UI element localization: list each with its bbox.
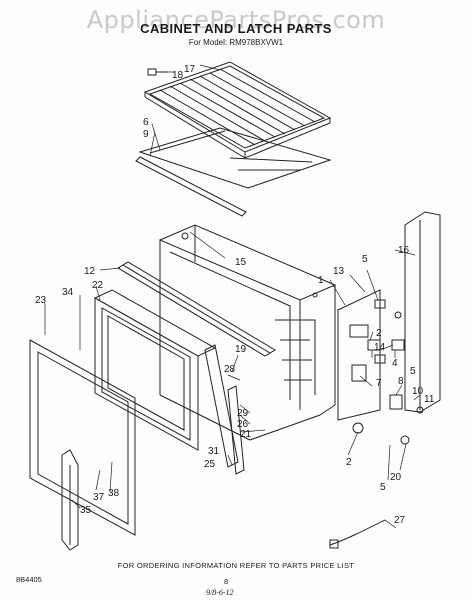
top-trim <box>117 261 276 357</box>
door-frame <box>29 339 136 536</box>
callout-12: 12 <box>84 266 96 277</box>
callout-6: 6 <box>143 117 149 128</box>
latch-plate <box>337 289 381 421</box>
callout-10: 10 <box>412 386 424 397</box>
latch-parts <box>352 299 424 445</box>
door-handle <box>61 449 79 551</box>
callout-20: 20 <box>390 472 402 483</box>
callout-5-mid: 5 <box>410 366 416 377</box>
callout-29: 29 <box>237 408 249 419</box>
callout-38: 38 <box>108 488 120 499</box>
harness-cord <box>329 519 386 549</box>
diagram-title: CABINET AND LATCH PARTS <box>140 21 332 36</box>
callout-labels: 17 18 6 9 15 16 12 13 1 5 22 34 23 2 14 … <box>35 64 435 526</box>
bottom-tray <box>138 127 332 189</box>
callout-21: 21 <box>240 429 252 440</box>
document-number: 8B4405 <box>16 575 42 584</box>
callout-19: 19 <box>235 344 247 355</box>
callout-35: 35 <box>80 505 92 516</box>
callout-18: 18 <box>172 70 184 81</box>
callout-37: 37 <box>93 492 105 503</box>
hinge-channel <box>204 344 245 475</box>
rack-clip <box>147 68 168 76</box>
callout-23: 23 <box>35 295 47 306</box>
callout-15: 15 <box>235 257 247 268</box>
callout-16: 16 <box>398 245 410 256</box>
callout-13: 13 <box>333 266 345 277</box>
handwritten-note: 9/8-6-12 <box>206 588 234 597</box>
callout-2-bottom: 2 <box>346 457 352 468</box>
callout-5-bottom: 5 <box>380 482 386 493</box>
callout-7: 7 <box>376 378 382 389</box>
cabinet-box <box>158 224 337 441</box>
callout-34: 34 <box>62 287 74 298</box>
callout-11: 11 <box>424 394 435 405</box>
trim-strip <box>135 156 247 217</box>
callout-28: 28 <box>224 364 236 375</box>
callout-25: 25 <box>204 459 216 470</box>
callout-8: 8 <box>398 376 404 387</box>
callout-9: 9 <box>143 129 149 140</box>
ordering-note: FOR ORDERING INFORMATION REFER TO PARTS … <box>117 561 355 570</box>
model-number: For Model: RM978BXVW1 <box>188 38 284 47</box>
leader-lines <box>44 64 421 529</box>
watermark: AppliancePartsPros.com <box>86 6 386 34</box>
callout-2-top: 2 <box>376 328 382 339</box>
callout-17: 17 <box>184 64 196 75</box>
callout-22: 22 <box>92 280 104 291</box>
callout-27: 27 <box>394 515 406 526</box>
oven-rack <box>143 61 332 159</box>
callout-14: 14 <box>374 342 386 353</box>
callout-26: 26 <box>237 419 249 430</box>
callout-5-top: 5 <box>362 254 368 265</box>
inner-door-panel <box>93 289 217 451</box>
callout-4: 4 <box>392 358 398 369</box>
callout-31: 31 <box>208 446 220 457</box>
page-number: 8 <box>224 577 229 586</box>
side-panel <box>404 211 441 413</box>
callout-1: 1 <box>318 275 324 286</box>
